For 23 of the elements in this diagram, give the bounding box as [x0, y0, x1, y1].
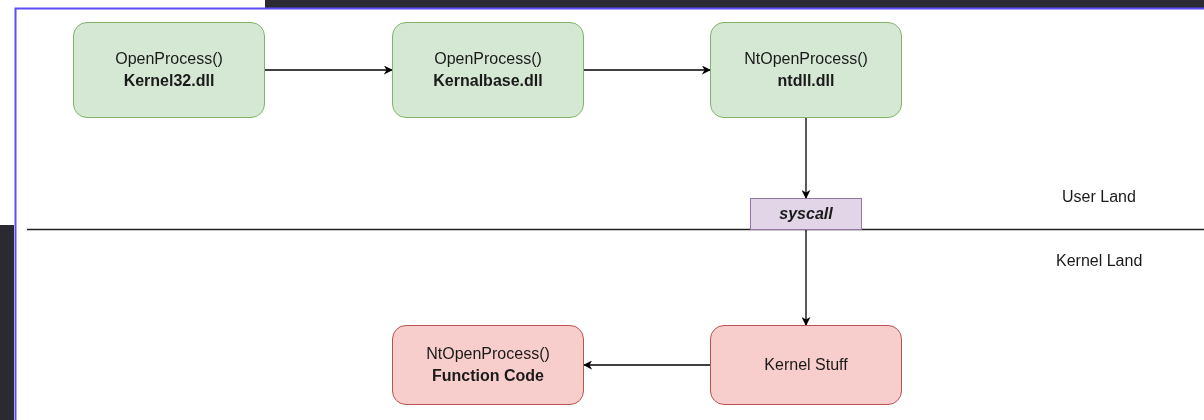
- arrow: [583, 360, 711, 370]
- process-box: [710, 22, 902, 118]
- function-name: NtOpenProcess(): [744, 49, 868, 69]
- function-name: NtOpenProcess(): [426, 344, 550, 364]
- function-name: syscall: [779, 204, 833, 224]
- function-name: OpenProcess(): [115, 49, 223, 69]
- arrow: [801, 117, 811, 199]
- module-name: Kernalbase.dll: [433, 71, 543, 91]
- arrow: [801, 229, 811, 326]
- syscall-box: [750, 198, 862, 230]
- module-name: ntdll.dll: [777, 71, 835, 91]
- arrow: [583, 65, 711, 75]
- process-box: [73, 22, 265, 118]
- arrow: [264, 65, 393, 75]
- region-label: Kernel Land: [1056, 252, 1143, 270]
- process-box: [392, 22, 584, 118]
- process-box: [710, 325, 902, 405]
- function-name: OpenProcess(): [434, 49, 542, 69]
- region-label: User Land: [1062, 188, 1136, 206]
- process-box: [392, 325, 584, 405]
- function-name: Kernel Stuff: [764, 355, 848, 375]
- module-name: Kernel32.dll: [123, 71, 215, 91]
- module-name: Function Code: [432, 366, 544, 386]
